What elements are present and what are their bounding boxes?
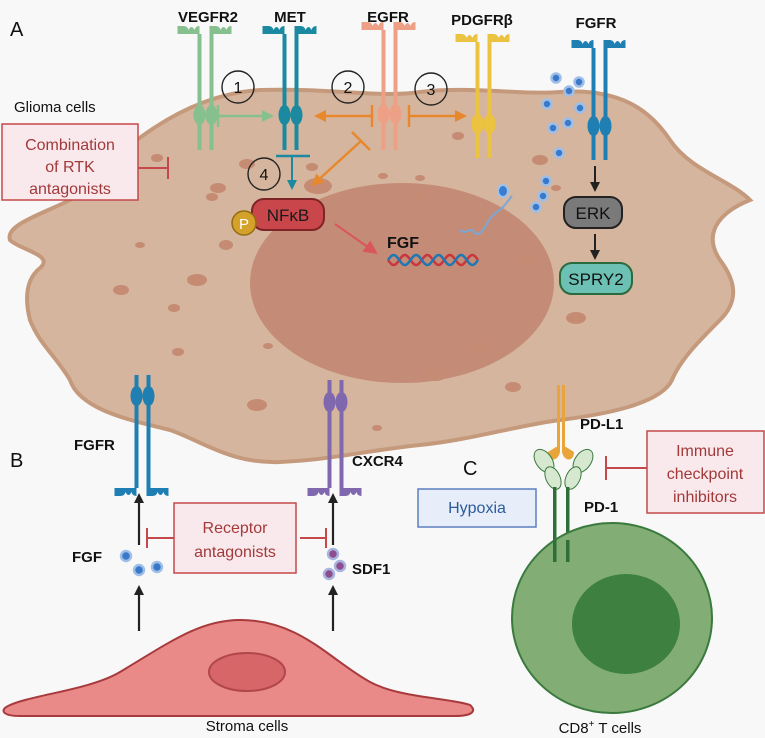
fgfr-receptor-b [114, 375, 169, 496]
t-cells-label: CD8+ T cells [559, 719, 642, 737]
svg-text:Immune: Immune [676, 443, 734, 460]
vegfr2-label: VEGFR2 [178, 9, 238, 26]
sdf1-label: SDF1 [352, 561, 390, 578]
fgf-ligand-dot [574, 102, 586, 114]
svg-text:ERK: ERK [576, 204, 612, 223]
receptors-group [114, 22, 626, 496]
panel-c-letter: C [463, 458, 477, 480]
fgfr-label-a: FGFR [576, 15, 617, 32]
dna-helix-icon [386, 253, 480, 267]
nfkb-node: NFκB [251, 198, 325, 231]
spry2-node: SPRY2 [559, 262, 633, 295]
phosphate-badge: P [231, 210, 257, 236]
erk-node: ERK [563, 196, 623, 229]
vegfr2-receptor [177, 26, 232, 150]
fgf-ligand-dot [541, 98, 553, 110]
svg-text:SPRY2: SPRY2 [568, 270, 623, 289]
svg-text:3: 3 [427, 82, 436, 99]
svg-text:Combination: Combination [25, 137, 115, 154]
fgf-ligand-dot [563, 85, 575, 97]
fgfr-receptor-a [571, 40, 626, 160]
mrna-squiggle [459, 184, 513, 236]
svg-text:Receptor: Receptor [203, 520, 269, 537]
pd1-receptor [533, 448, 594, 562]
pd1-label: PD-1 [584, 499, 618, 516]
pdgfrb-label: PDGFRβ [451, 12, 513, 29]
met-to-nfkb-arrow [276, 154, 310, 190]
fgf-ligand-dot [530, 201, 542, 213]
fgf-ligand-dot [540, 175, 552, 187]
step-1: 1 [221, 70, 255, 104]
nfkb-to-fgf-arrow [334, 223, 378, 255]
stroma-cells-label: Stroma cells [206, 718, 289, 735]
fgfr-label-b: FGFR [74, 437, 115, 454]
egfr-receptor [361, 22, 416, 150]
step-3: 3 [414, 72, 448, 106]
fgf-ligand-dot [553, 147, 565, 159]
svg-text:2: 2 [344, 80, 353, 97]
egfr-to-nfkb-arrow [311, 131, 371, 187]
fgfr-inhibition-line [146, 528, 174, 548]
svg-text:antagonists: antagonists [29, 181, 111, 198]
fgf-ligand-label: FGF [72, 549, 102, 566]
step-2: 2 [331, 70, 365, 104]
egfr-to-pdgfrb-arrow [407, 105, 467, 127]
svg-text:inhibitors: inhibitors [673, 489, 737, 506]
checkpoint-inhibition-line [605, 456, 647, 480]
fgf-ligand-dot [562, 117, 574, 129]
svg-text:Hypoxia: Hypoxia [448, 500, 506, 517]
organelle-spots [96, 132, 586, 431]
stroma-nucleus [208, 652, 286, 692]
cxcr4-receptor [307, 380, 362, 496]
svg-text:NFκB: NFκB [267, 206, 310, 225]
fgf-ligands-a [530, 72, 586, 213]
svg-text:4: 4 [260, 167, 269, 184]
fgf-ligand-dot [573, 76, 585, 88]
glioma-cells-label: Glioma cells [14, 99, 96, 116]
vegfr2-to-met-arrow [216, 105, 274, 127]
hypoxia-box: Hypoxia [417, 488, 537, 528]
rtk-antagonists-box: Combination of RTK antagonists [1, 123, 139, 201]
t-cell-nucleus [572, 574, 680, 674]
fgf-ligand-dot [550, 72, 562, 84]
met-receptor [262, 26, 317, 150]
step-4: 4 [247, 157, 281, 191]
panel-a-letter: A [10, 19, 24, 41]
receptor-antagonists-box: Receptor antagonists [173, 502, 297, 574]
svg-text:of RTK: of RTK [45, 159, 95, 176]
fgf-gene-label: FGF [387, 235, 419, 252]
svg-text:checkpoint: checkpoint [667, 466, 744, 483]
cxcr4-inhibition-line [300, 528, 327, 548]
panel-b-letter: B [10, 450, 23, 472]
svg-text:antagonists: antagonists [194, 544, 276, 561]
sdf1-ligands [322, 547, 347, 581]
svg-text:P: P [239, 216, 249, 233]
fgf-ligand-dot [537, 190, 549, 202]
cxcr4-label: CXCR4 [352, 453, 404, 470]
fgf-ligands-b [119, 549, 164, 577]
met-label: MET [274, 9, 306, 26]
pdl1-label: PD-L1 [580, 416, 623, 433]
rtk-inhibition-line [138, 157, 169, 179]
egfr-to-met-arrow [314, 105, 374, 127]
egfr-label: EGFR [367, 9, 409, 26]
fgf-ligand-dot [547, 122, 559, 134]
svg-text:1: 1 [234, 80, 243, 97]
immune-checkpoint-box: Immune checkpoint inhibitors [646, 430, 765, 514]
pdgfrb-receptor [455, 34, 510, 158]
